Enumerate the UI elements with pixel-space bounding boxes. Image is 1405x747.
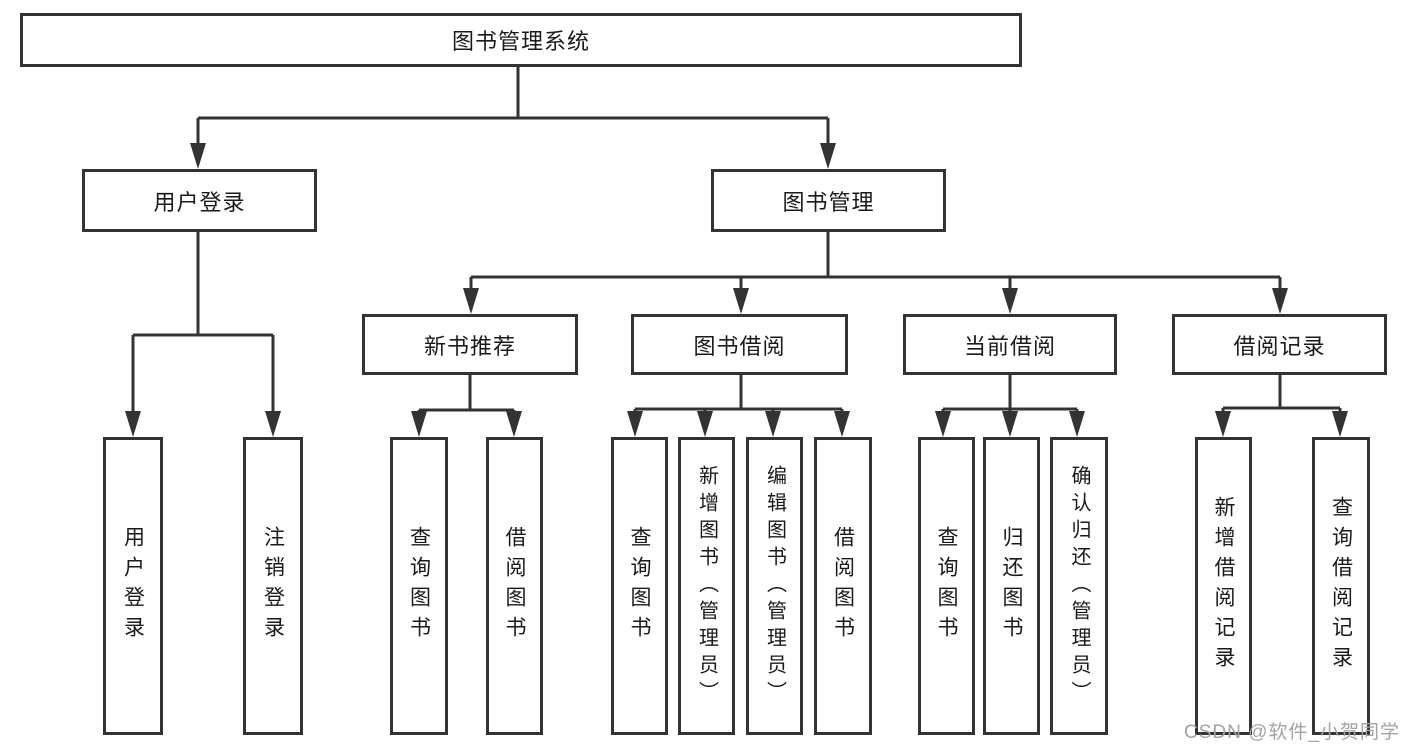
- connector-root-to-level2: [196, 67, 830, 152]
- node-label: 查询图书: [628, 526, 651, 646]
- node-user-login: 用户登录: [82, 169, 317, 232]
- leaf-query-book-current: 查询图书: [918, 437, 975, 735]
- leaf-confirm-return-admin: 确认归还（管理员）: [1050, 437, 1108, 735]
- node-label: 新增图书（管理员）: [695, 464, 718, 708]
- node-label: 查询图书: [407, 526, 431, 646]
- leaf-return-book: 归还图书: [983, 437, 1040, 735]
- arrow-down-icon: [765, 411, 781, 437]
- connector-user-login-to-leaves: [131, 232, 275, 420]
- leaf-edit-book-admin: 编辑图书（管理员）: [746, 437, 803, 735]
- node-current-borrowing: 当前借阅: [903, 314, 1117, 375]
- leaf-user-login: 用户登录: [103, 437, 163, 735]
- node-book-borrowing: 图书借阅: [631, 314, 848, 375]
- arrow-down-icon: [1002, 288, 1018, 314]
- node-label: 注销登录: [261, 526, 285, 646]
- node-label: 查询图书: [935, 526, 958, 646]
- node-label: 图书管理: [782, 189, 875, 215]
- node-label: 借阅图书: [503, 526, 526, 646]
- node-label: 图书管理系统: [451, 29, 590, 54]
- connector-new-book-to-leaves: [417, 375, 516, 424]
- leaf-add-borrow-record: 新增借阅记录: [1195, 437, 1252, 735]
- arrow-down-icon: [627, 411, 643, 437]
- arrow-down-icon: [1272, 288, 1288, 314]
- node-label: 图书借阅: [693, 333, 786, 359]
- node-label: 用户登录: [121, 526, 145, 646]
- node-book-management: 图书管理: [711, 169, 946, 232]
- leaf-query-borrow-record: 查询借阅记录: [1312, 437, 1370, 735]
- arrowheads: [125, 143, 1348, 437]
- node-label: 归还图书: [1000, 526, 1023, 646]
- node-label: 用户登录: [153, 189, 246, 215]
- arrow-down-icon: [834, 411, 850, 437]
- node-label: 新增借阅记录: [1212, 496, 1235, 676]
- node-borrowing-records: 借阅记录: [1172, 314, 1387, 375]
- node-label: 当前借阅: [963, 333, 1056, 359]
- arrow-down-icon: [265, 411, 281, 437]
- node-new-book-recommendation: 新书推荐: [362, 314, 578, 375]
- leaf-add-book-admin: 新增图书（管理员）: [678, 437, 735, 735]
- node-label: 编辑图书（管理员）: [763, 464, 786, 708]
- arrow-down-icon: [935, 411, 951, 437]
- node-label: 借阅记录: [1233, 333, 1326, 359]
- arrow-down-icon: [1215, 411, 1231, 437]
- csdn-watermark: CSDN @软件_小贺同学: [1184, 722, 1400, 743]
- arrow-down-icon: [463, 288, 479, 314]
- leaf-borrow-book-recommend: 借阅图书: [486, 437, 543, 735]
- node-label: 新书推荐: [423, 333, 516, 359]
- leaf-query-book-borrowing: 查询图书: [611, 437, 668, 735]
- node-label: 确认归还（管理员）: [1068, 464, 1090, 708]
- arrow-down-icon: [1002, 411, 1018, 437]
- arrow-down-icon: [733, 288, 749, 314]
- node-label: 查询借阅记录: [1329, 496, 1353, 676]
- arrow-down-icon: [1069, 411, 1085, 437]
- arrow-down-icon: [190, 143, 206, 169]
- leaf-logout: 注销登录: [243, 437, 303, 735]
- arrow-down-icon: [697, 411, 713, 437]
- arrow-down-icon: [125, 411, 141, 437]
- arrow-down-icon: [1332, 411, 1348, 437]
- arrow-down-icon: [506, 411, 522, 437]
- connector-book-mgmt-to-level3: [469, 232, 1282, 298]
- connector-borrow-records-to-leaves: [1221, 375, 1342, 424]
- arrow-down-icon: [820, 143, 836, 169]
- arrow-down-icon: [411, 411, 427, 437]
- leaf-query-book-recommend: 查询图书: [390, 437, 448, 735]
- node-label: 借阅图书: [831, 526, 855, 646]
- connector-book-borrow-to-leaves: [633, 375, 844, 424]
- node-root-library-system: 图书管理系统: [20, 13, 1022, 67]
- leaf-borrow-book: 借阅图书: [814, 437, 872, 735]
